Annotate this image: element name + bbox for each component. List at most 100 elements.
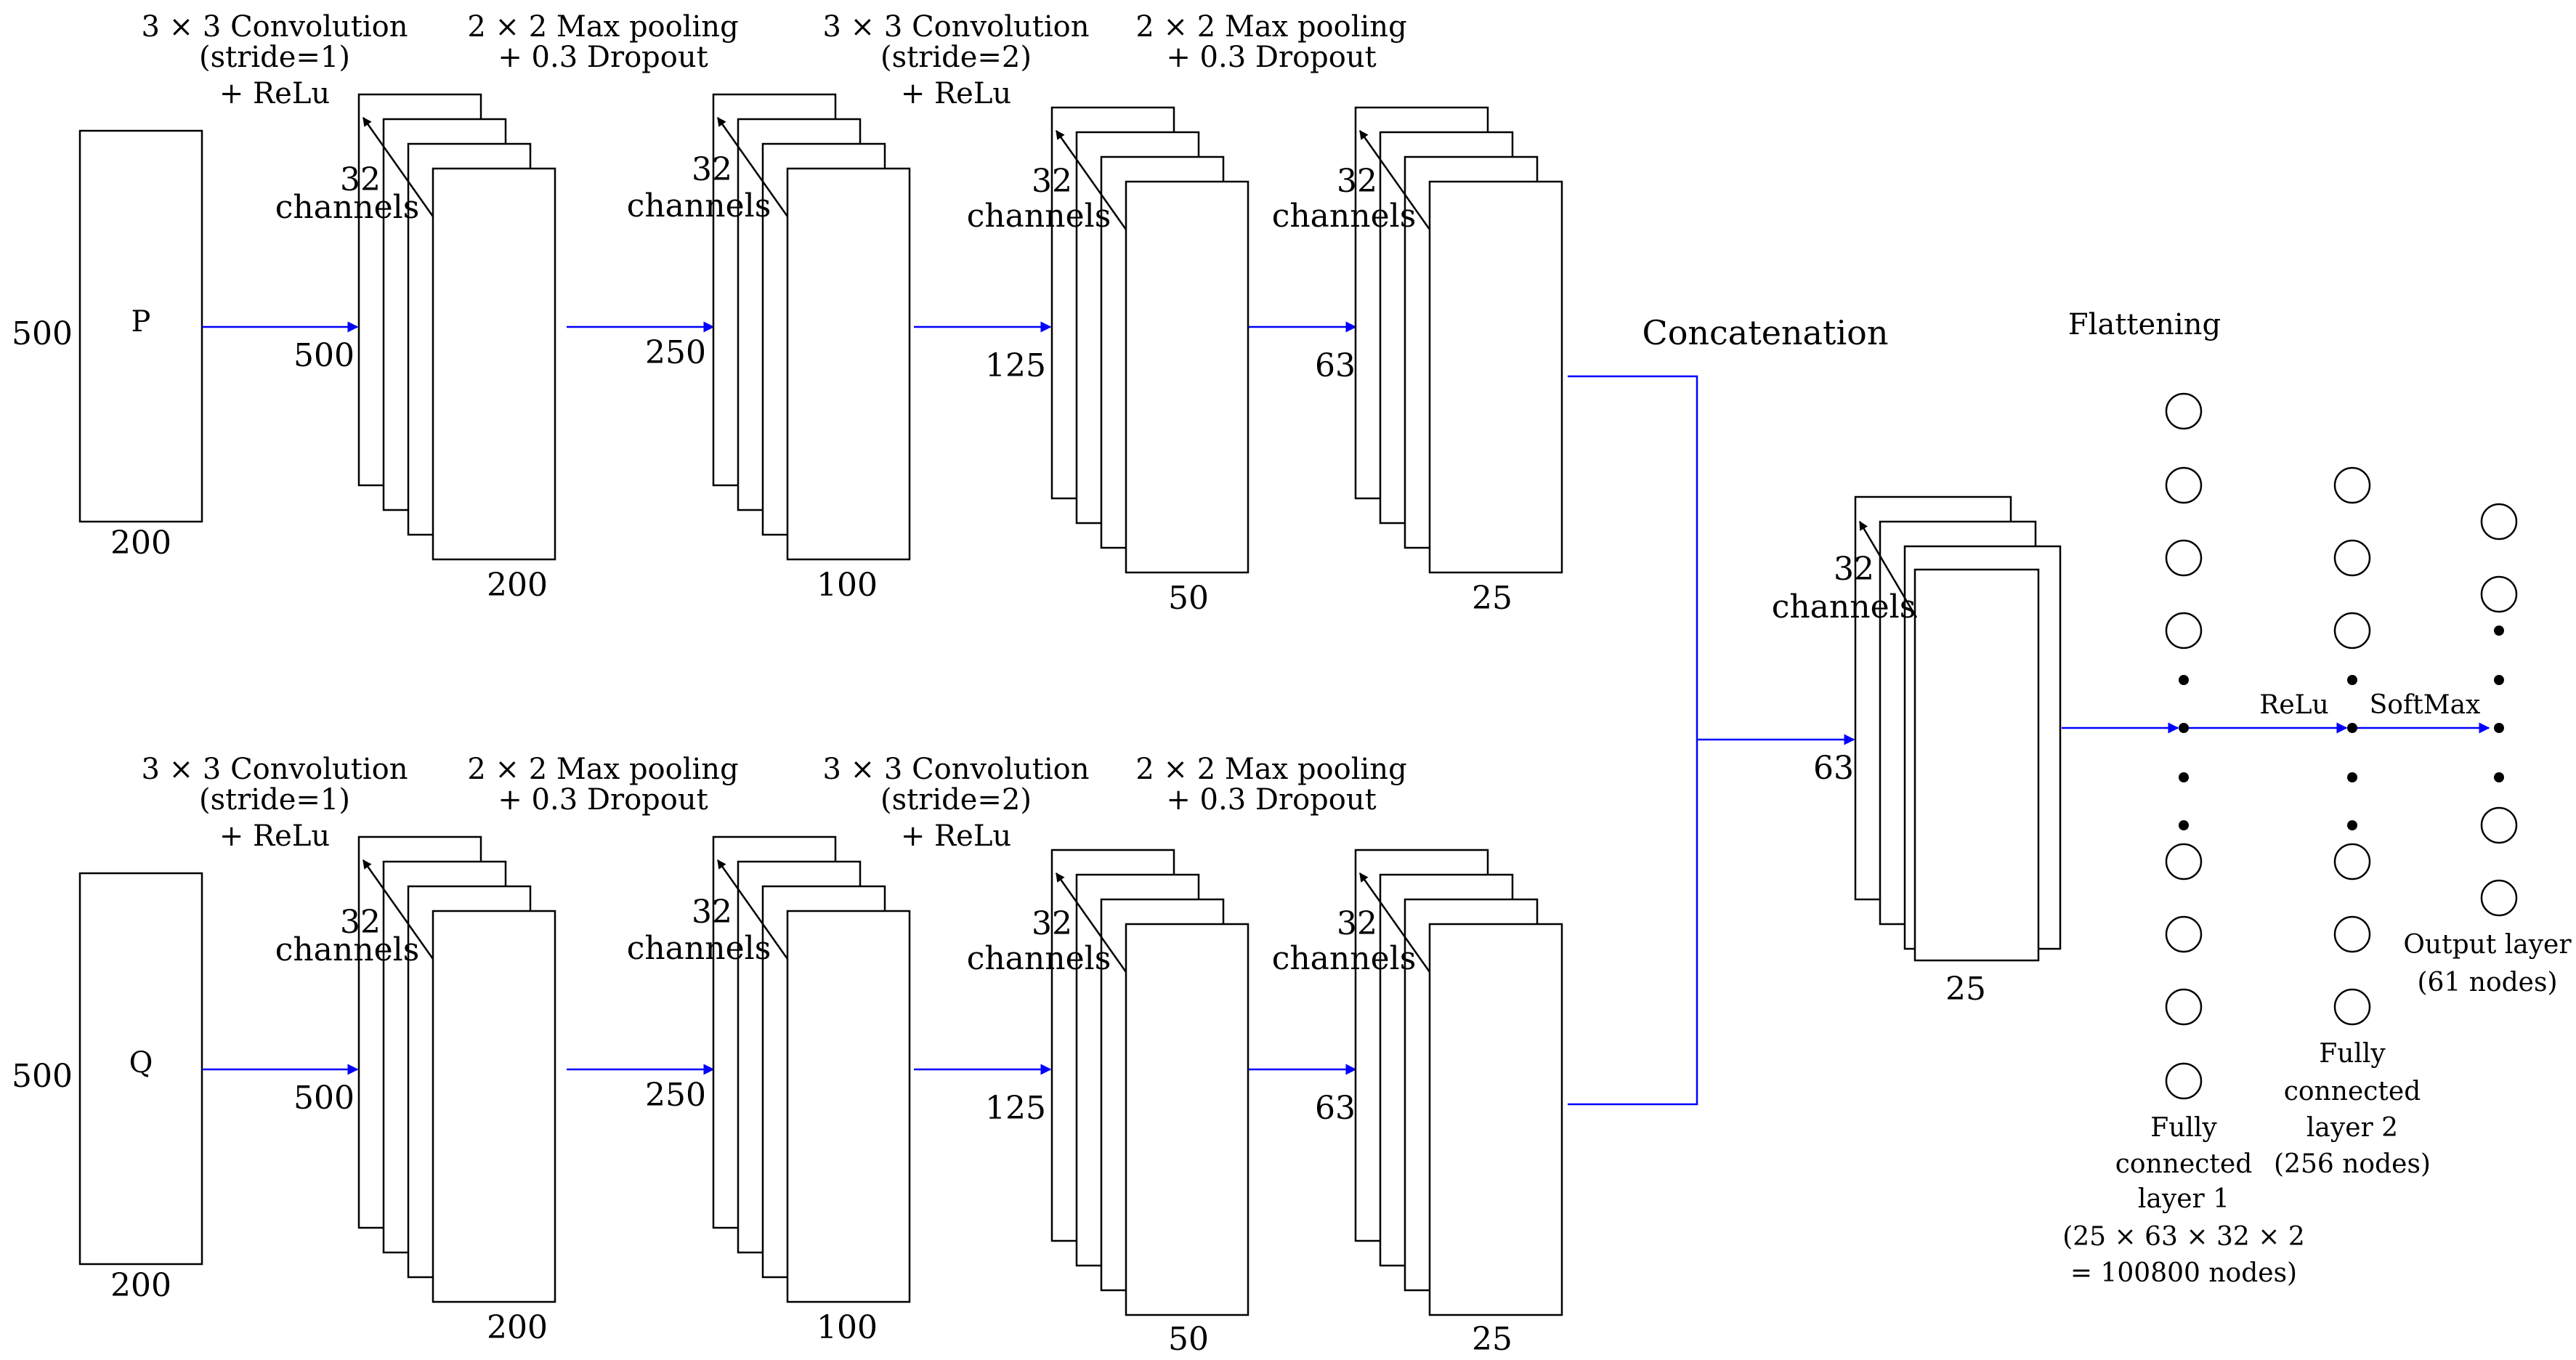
svg-text:3 × 3 Convolution: 3 × 3 Convolution [142, 753, 408, 786]
op-label-p-2: 2 × 2 Max pooling + 0.3 Dropout [467, 10, 738, 74]
output-label: Output layer (61 nodes) [2403, 930, 2572, 997]
svg-text:2 × 2 Max pooling: 2 × 2 Max pooling [1135, 753, 1406, 786]
feature-map-q-4: 32 channels 63 25 [1272, 849, 1563, 1358]
svg-text:(61 nodes): (61 nodes) [2417, 968, 2557, 997]
svg-text:layer 2: layer 2 [2306, 1113, 2398, 1143]
svg-text:2 × 2 Max pooling: 2 × 2 Max pooling [1135, 10, 1406, 44]
fc-layer-2 [2333, 466, 2371, 1026]
svg-text:+ 0.3 Dropout: + 0.3 Dropout [498, 41, 708, 74]
svg-text:Output layer: Output layer [2403, 930, 2572, 960]
svg-text:32: 32 [340, 161, 381, 198]
svg-text:250: 250 [645, 334, 706, 371]
input-p-width: 200 [110, 525, 171, 562]
svg-text:50: 50 [1168, 1321, 1209, 1358]
input-p-box [78, 129, 203, 523]
svg-text:channels: channels [275, 931, 420, 968]
svg-text:channels: channels [1272, 940, 1417, 977]
input-q-box [78, 872, 203, 1266]
svg-text:channels: channels [967, 940, 1111, 977]
concat-label: Concatenation [1643, 313, 1889, 352]
svg-text:+ ReLu: + ReLu [901, 819, 1011, 853]
svg-text:Fully: Fully [2150, 1113, 2217, 1143]
svg-text:= 100800 nodes): = 100800 nodes) [2070, 1258, 2297, 1288]
feature-map-q-3: 32 channels 125 50 [967, 849, 1249, 1358]
svg-text:32: 32 [1032, 163, 1072, 200]
fc2-label: Fully connected layer 2 (256 nodes) [2274, 1039, 2431, 1179]
concatenation: Concatenation 32 channels 63 25 [1568, 313, 2062, 1106]
branch-p: P 500 200 3 × 3 Convolution (stride=1) +… [12, 10, 1563, 617]
feature-map-q-2: 32 channels 250 100 [627, 835, 911, 1346]
svg-text:+ 0.3 Dropout: + 0.3 Dropout [1166, 41, 1376, 74]
svg-text:connected: connected [2284, 1077, 2421, 1106]
svg-text:(stride=2): (stride=2) [880, 783, 1032, 817]
svg-text:+ ReLu: + ReLu [219, 819, 330, 853]
svg-text:channels: channels [1272, 198, 1417, 235]
svg-text:25: 25 [1472, 580, 1512, 617]
svg-text:32: 32 [692, 894, 732, 931]
svg-text:32: 32 [340, 904, 381, 941]
svg-text:layer 1: layer 1 [2138, 1184, 2229, 1214]
input-q-width: 200 [110, 1267, 171, 1304]
svg-text:3 × 3 Convolution: 3 × 3 Convolution [142, 10, 408, 44]
svg-text:channels: channels [627, 930, 771, 967]
input-q-height: 500 [12, 1058, 73, 1095]
svg-text:200: 200 [487, 1309, 548, 1346]
svg-text:125: 125 [985, 347, 1046, 384]
relu-label: ReLu [2259, 690, 2329, 720]
svg-text:32: 32 [1337, 905, 1377, 942]
svg-text:3 × 3 Convolution: 3 × 3 Convolution [823, 753, 1090, 786]
svg-text:25: 25 [1472, 1321, 1512, 1358]
op-label-p-4: 2 × 2 Max pooling + 0.3 Dropout [1135, 10, 1406, 74]
svg-text:(stride=1): (stride=1) [199, 783, 350, 817]
svg-text:32: 32 [692, 151, 732, 188]
svg-text:500: 500 [293, 337, 355, 374]
svg-text:+ 0.3 Dropout: + 0.3 Dropout [498, 783, 708, 817]
svg-text:2 × 2 Max pooling: 2 × 2 Max pooling [467, 753, 738, 786]
svg-text:channels: channels [627, 187, 771, 224]
input-q-name: Q [129, 1046, 153, 1080]
svg-text:Fully: Fully [2319, 1039, 2386, 1069]
svg-text:32: 32 [1834, 551, 1874, 588]
svg-text:250: 250 [645, 1077, 706, 1114]
svg-text:+ ReLu: + ReLu [901, 77, 1011, 110]
fc-layer-1 [2165, 392, 2203, 1100]
softmax-label: SoftMax [2370, 690, 2481, 720]
feature-map-p-2: 32 channels 250 100 [627, 93, 911, 604]
svg-text:32: 32 [1337, 163, 1377, 200]
feature-map-p-3: 32 channels 125 50 [967, 106, 1249, 617]
op-label-q-4: 2 × 2 Max pooling + 0.3 Dropout [1135, 753, 1406, 817]
op-label-q-2: 2 × 2 Max pooling + 0.3 Dropout [467, 753, 738, 817]
branch-q: Q 500 200 3 × 3 Convolution (stride=1) +… [12, 753, 1563, 1358]
svg-text:63: 63 [1315, 1090, 1356, 1127]
svg-text:50: 50 [1168, 580, 1209, 617]
dense-layers: Flattening ReLu SoftMax Fully connected … [2062, 308, 2572, 1288]
svg-text:500: 500 [293, 1080, 355, 1117]
svg-text:2 × 2 Max pooling: 2 × 2 Max pooling [467, 10, 738, 44]
svg-text:3 × 3 Convolution: 3 × 3 Convolution [823, 10, 1090, 44]
feature-map-p-1: 32 channels 500 200 [275, 93, 556, 604]
concat-connector [1568, 375, 1698, 1106]
svg-text:32: 32 [1032, 905, 1072, 942]
svg-text:200: 200 [487, 567, 548, 604]
svg-text:(stride=2): (stride=2) [880, 41, 1032, 74]
op-label-p-1: 3 × 3 Convolution (stride=1) + ReLu [142, 10, 408, 110]
op-label-q-1: 3 × 3 Convolution (stride=1) + ReLu [142, 753, 408, 853]
svg-text:100: 100 [817, 1309, 878, 1346]
svg-text:(stride=1): (stride=1) [199, 41, 350, 74]
feature-map-q-1: 32 channels 500 200 [275, 835, 556, 1346]
output-layer [2480, 503, 2518, 917]
svg-text:63: 63 [1315, 347, 1356, 384]
svg-text:(256 nodes): (256 nodes) [2274, 1149, 2431, 1179]
svg-text:63: 63 [1813, 750, 1854, 787]
svg-text:+ ReLu: + ReLu [219, 77, 330, 110]
svg-text:125: 125 [985, 1090, 1046, 1127]
svg-text:25: 25 [1945, 971, 1986, 1008]
flatten-label: Flattening [2068, 308, 2221, 341]
fc1-label: Fully connected layer 1 (25 × 63 × 32 × … [2062, 1113, 2305, 1288]
svg-text:connected: connected [2115, 1149, 2253, 1179]
input-p-height: 500 [12, 315, 73, 352]
svg-text:(25 × 63 × 32 × 2: (25 × 63 × 32 × 2 [2062, 1222, 2305, 1252]
svg-text:+ 0.3 Dropout: + 0.3 Dropout [1166, 783, 1376, 817]
op-label-p-3: 3 × 3 Convolution (stride=2) + ReLu [823, 10, 1090, 110]
